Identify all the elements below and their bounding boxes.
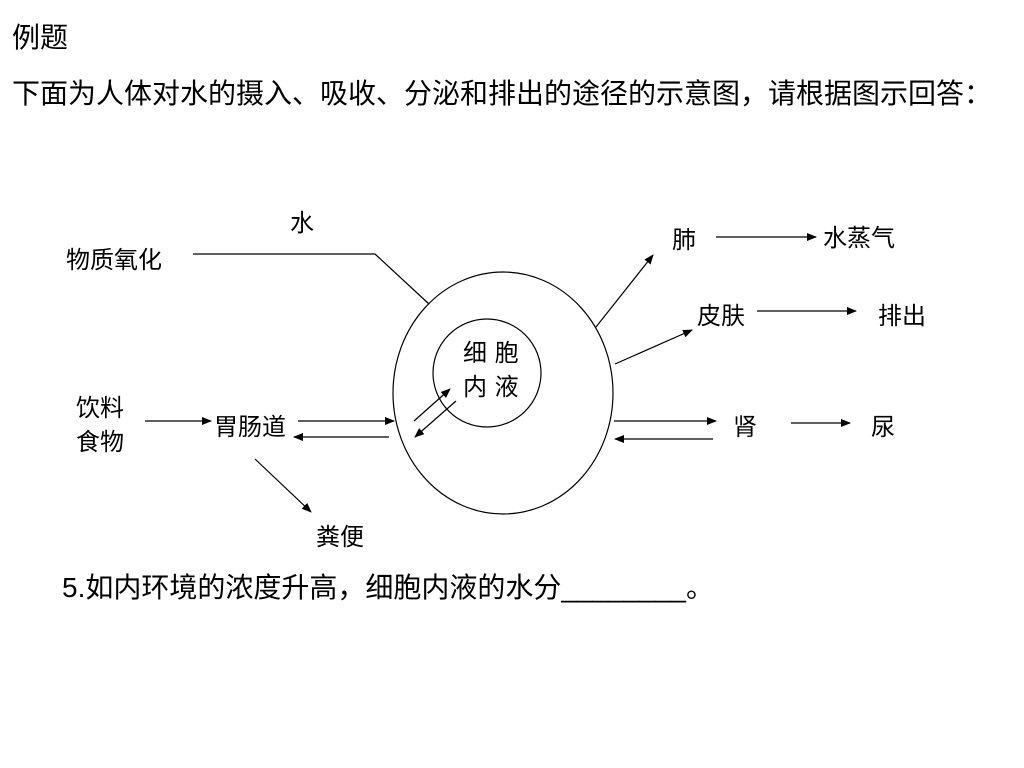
label-excrete: 排出	[878, 302, 926, 330]
intro-text: 下面为人体对水的摄入、吸收、分泌和排出的途径的示意图，请根据图示回答：	[12, 77, 993, 110]
cell-fluid-circle	[432, 318, 542, 428]
to-lung-arrow	[595, 254, 654, 328]
question-text: 如内环境的浓度升高，细胞内液的水分	[85, 571, 562, 604]
question-number: 5.	[62, 572, 86, 603]
from-cell-fluid-arrow	[414, 400, 457, 438]
label-cell-fluid-1: 细 胞	[463, 339, 519, 367]
example-heading: 例题	[12, 21, 69, 54]
label-urine: 尿	[871, 413, 895, 441]
to-cell-fluid-arrow	[413, 388, 451, 422]
question-end: 。	[685, 571, 714, 604]
label-oxidation: 物质氧化	[66, 246, 162, 274]
label-kidney: 肾	[733, 413, 757, 441]
label-vapor: 水蒸气	[823, 224, 895, 252]
to-skin-arrow	[614, 329, 693, 365]
gut-to-feces-arrow	[254, 458, 312, 513]
internal-environment-circle	[392, 271, 614, 515]
label-water: 水	[290, 209, 314, 237]
label-food: 食物	[76, 428, 124, 456]
label-gut: 胃肠道	[214, 413, 286, 441]
label-drink: 饮料	[76, 394, 124, 422]
label-skin: 皮肤	[697, 302, 745, 330]
answer-blank[interactable]: ________	[561, 572, 686, 603]
question-5: 5.如内环境的浓度升高，细胞内液的水分________。	[62, 568, 714, 608]
oxidation-water-line	[193, 253, 430, 305]
label-feces: 粪便	[316, 523, 364, 551]
label-lung: 肺	[672, 226, 696, 254]
label-cell-fluid-2: 内 液	[463, 373, 519, 401]
